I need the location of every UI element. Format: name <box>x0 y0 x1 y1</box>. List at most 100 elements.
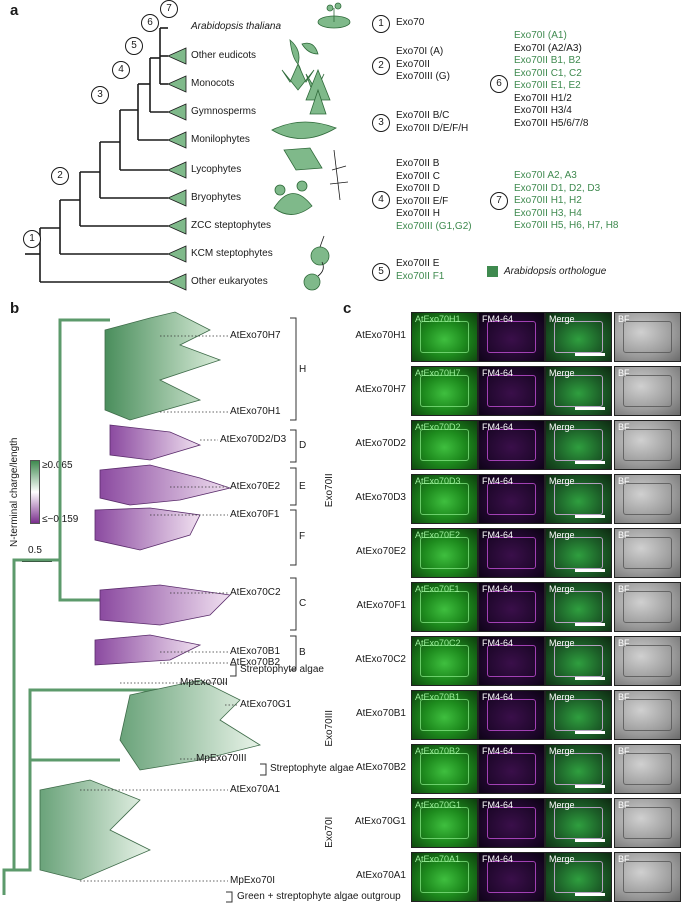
legend-line: Exo70II C <box>396 170 440 182</box>
cell-outline <box>420 483 469 515</box>
micrograph-row-label: AtExo70F1 <box>356 600 406 611</box>
legend-line: Exo70II H <box>396 208 440 219</box>
brightfield-micrograph: BF <box>614 474 681 524</box>
micrograph-channel-label: BF <box>618 692 630 702</box>
micrograph-channel-label: BF <box>618 746 630 756</box>
panel-a-letter: a <box>10 2 19 19</box>
gfp-micrograph: AtExo70D3 <box>411 474 478 524</box>
micrograph-channel-label: FM4-64 <box>482 422 514 432</box>
node-6-marker: 6 <box>141 14 159 32</box>
clade-label: Lycophytes <box>191 164 242 175</box>
micrograph-channel-label: AtExo70B2 <box>415 746 461 756</box>
micrograph-channel-label: BF <box>618 584 630 594</box>
leaf-label-f1: AtExo70F1 <box>230 509 280 520</box>
cell-outline <box>554 699 603 731</box>
clade-label: KCM steptophytes <box>191 248 273 259</box>
leaf-label-b1: AtExo70B1 <box>230 646 281 657</box>
cell-outline <box>623 375 672 407</box>
merge-micrograph: Merge <box>545 312 612 362</box>
brightfield-micrograph: BF <box>614 528 681 578</box>
leaf-label-c2: AtExo70C2 <box>230 587 281 598</box>
legend-group-6: Exo70I (A1) Exo70I (A2/A3) Exo70II B1, B… <box>514 30 589 130</box>
legend-line: Exo70II H3, H4 <box>514 207 582 219</box>
micrograph-channel-label: AtExo70C2 <box>415 638 461 648</box>
legend-line: Exo70II E/F <box>396 195 449 207</box>
cell-outline <box>554 861 603 893</box>
legend-line: Exo70II H5, H6, H7, H8 <box>514 220 619 231</box>
cell-outline <box>487 483 536 515</box>
legend-line: Exo70II B/C <box>396 110 450 121</box>
scale-bar <box>575 569 605 572</box>
gfp-micrograph: AtExo70A1 <box>411 852 478 902</box>
fm4-64-micrograph: FM4-64 <box>478 582 545 632</box>
cell-outline <box>487 807 536 839</box>
micrograph-row-label: AtExo70C2 <box>355 654 406 665</box>
subclade-h: H <box>299 364 307 375</box>
micrograph-channel-label: BF <box>618 638 630 648</box>
micrograph-channel-label: Merge <box>549 314 575 324</box>
legend-line: Exo70II D1, D2, D3 <box>514 182 601 194</box>
merge-micrograph: Merge <box>545 474 612 524</box>
brightfield-micrograph: BF <box>614 690 681 740</box>
legend-group-4: Exo70II B Exo70II C Exo70II D Exo70II E/… <box>396 158 472 233</box>
legend-line: Exo70II E1, E2 <box>514 80 581 91</box>
cell-outline <box>623 537 672 569</box>
leaf-label-mp-i: MpExo70I <box>230 875 276 886</box>
legend-line: Exo70II F1 <box>396 270 445 282</box>
legend-line: Exo70II C1, C2 <box>514 67 582 79</box>
panel-c-letter: c <box>343 300 352 317</box>
cell-outline <box>554 537 603 569</box>
micrograph-row-label: AtExo70D3 <box>355 492 406 503</box>
scale-bar <box>575 839 605 842</box>
micrograph-channel-label: BF <box>618 422 630 432</box>
node-3-marker: 3 <box>91 86 109 104</box>
micrograph-row-label: AtExo70G1 <box>354 816 406 827</box>
cell-outline <box>623 483 672 515</box>
gfp-micrograph: AtExo70F1 <box>411 582 478 632</box>
gfp-micrograph: AtExo70B1 <box>411 690 478 740</box>
micrograph-channel-label: AtExo70E2 <box>415 530 461 540</box>
micrograph-row-label: AtExo70D2 <box>355 438 406 449</box>
micrograph-row-label: AtExo70H1 <box>355 330 406 341</box>
micrograph-channel-label: AtExo70G1 <box>415 800 462 810</box>
legend-line: Exo70III (G1,G2) <box>396 220 472 232</box>
scale-bar <box>575 623 605 626</box>
gfp-micrograph: AtExo70D2 <box>411 420 478 470</box>
cell-outline <box>487 429 536 461</box>
legend-line: Exo70II H3/4 <box>514 105 572 116</box>
micrograph-channel-label: AtExo70D3 <box>415 476 461 486</box>
clade-label: Other eudicots <box>191 50 257 61</box>
brightfield-micrograph: BF <box>614 312 681 362</box>
leaf-label-g1: AtExo70G1 <box>240 699 292 710</box>
micrograph-channel-label: AtExo70B1 <box>415 692 461 702</box>
cell-outline <box>420 807 469 839</box>
micrograph-channel-label: BF <box>618 800 630 810</box>
cell-outline <box>554 483 603 515</box>
node-5-marker: 5 <box>125 37 143 55</box>
fm4-64-micrograph: FM4-64 <box>478 690 545 740</box>
micrograph-channel-label: AtExo70A1 <box>415 854 461 864</box>
micrograph-channel-label: BF <box>618 530 630 540</box>
scale-bar <box>575 893 605 896</box>
brightfield-micrograph: BF <box>614 582 681 632</box>
legend-line: Exo70I (A) <box>396 46 444 57</box>
cell-outline <box>487 321 536 353</box>
legend-marker-4: 4 <box>372 191 390 209</box>
legend-marker-5: 5 <box>372 263 390 281</box>
clade-e <box>99 464 232 506</box>
cell-outline <box>420 375 469 407</box>
leaf-label-e2: AtExo70E2 <box>230 481 281 492</box>
legend-marker-6: 6 <box>490 75 508 93</box>
clade-c <box>99 584 231 626</box>
cell-outline <box>554 591 603 623</box>
gfp-micrograph: AtExo70H1 <box>411 312 478 362</box>
ortholog-key-label: Arabidopsis orthologue <box>504 266 607 277</box>
leaf-label-mp-ii: MpExo70II <box>180 677 228 688</box>
micrograph-channel-label: FM4-64 <box>482 692 514 702</box>
leaf-label-mp-iii: MpExo70III <box>196 753 247 764</box>
clade-exo70iii <box>119 679 262 771</box>
cell-outline <box>623 591 672 623</box>
leaf-label-a1: AtExo70A1 <box>230 784 281 795</box>
leaf-label-d2d3: AtExo70D2/D3 <box>220 434 287 445</box>
gfp-micrograph: AtExo70C2 <box>411 636 478 686</box>
